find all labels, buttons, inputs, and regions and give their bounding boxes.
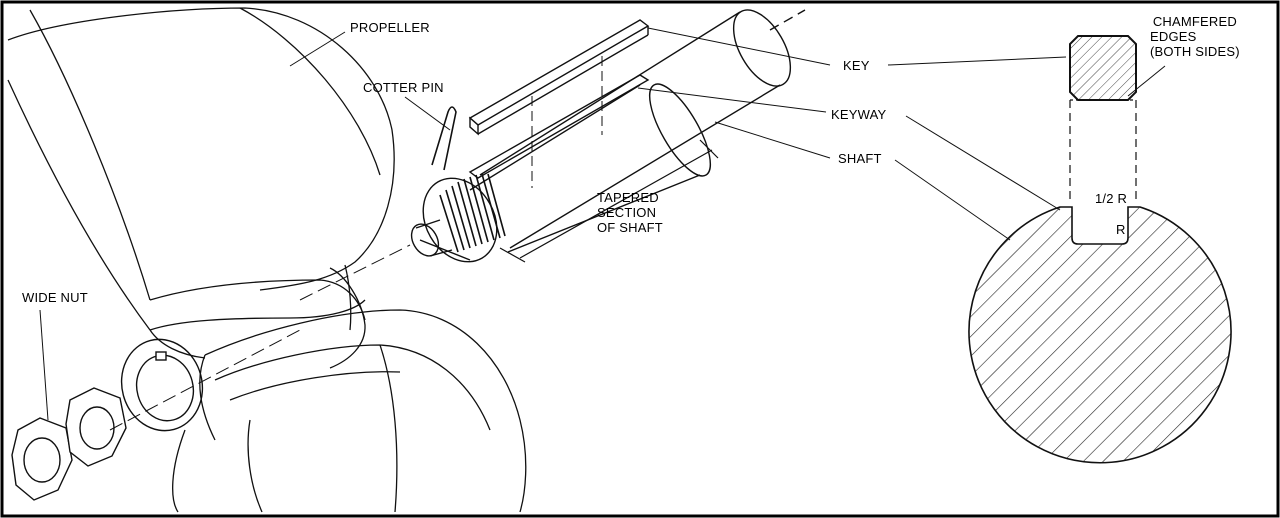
label-chamfered-line-2: EDGES	[1150, 29, 1197, 44]
hub-bore	[120, 338, 204, 432]
label-cotter-pin: COTTER PIN	[363, 80, 444, 95]
label-key: KEY	[843, 58, 870, 73]
label-keyway: KEYWAY	[831, 107, 887, 122]
label-wide-nut: WIDE NUT	[22, 290, 88, 305]
label-shaft: SHAFT	[838, 151, 882, 166]
axis-dash-line	[109, 244, 411, 431]
label-tapered-line-2: SECTION	[597, 205, 657, 220]
label-r: R	[1116, 222, 1126, 237]
key-projection-lines	[531, 56, 603, 188]
key-bar	[468, 19, 650, 136]
leader-lines	[39, 27, 1166, 421]
propeller-body	[7, 7, 527, 513]
key-cross-section	[1069, 35, 1137, 200]
shaft-cross-section	[968, 206, 1232, 464]
label-chamfered-line-1: CHAMFERED	[1152, 14, 1237, 29]
shaft-shape	[410, 9, 806, 263]
label-propeller: PROPELLER	[350, 20, 430, 35]
label-half-r: 1/2 R	[1095, 191, 1128, 206]
label-tapered-section: TAPERED SECTION OF SHAFT	[597, 190, 663, 235]
taper-dimension	[499, 139, 719, 263]
wide-nut-shape	[11, 387, 127, 501]
label-chamfered-edges: CHAMFERED EDGES (BOTH SIDES)	[1150, 14, 1240, 59]
label-tapered-line-1: TAPERED	[597, 190, 659, 205]
shaft-threads	[439, 173, 506, 253]
label-tapered-line-3: OF SHAFT	[597, 220, 663, 235]
cotter-pin-shape	[431, 106, 457, 171]
label-chamfered-line-3: (BOTH SIDES)	[1150, 44, 1240, 59]
